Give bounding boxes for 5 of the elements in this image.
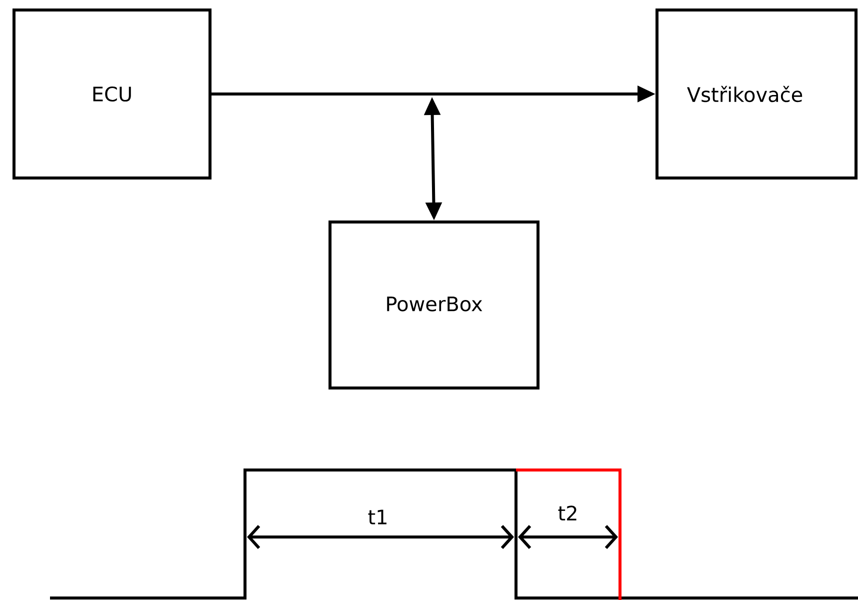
block-box: PowerBox: [328, 220, 540, 390]
block-box: Vstřikovače: [656, 8, 858, 180]
dimension-label: t1: [368, 510, 386, 524]
dimension-label: t2: [558, 506, 576, 520]
block-box: ECU: [12, 8, 212, 180]
